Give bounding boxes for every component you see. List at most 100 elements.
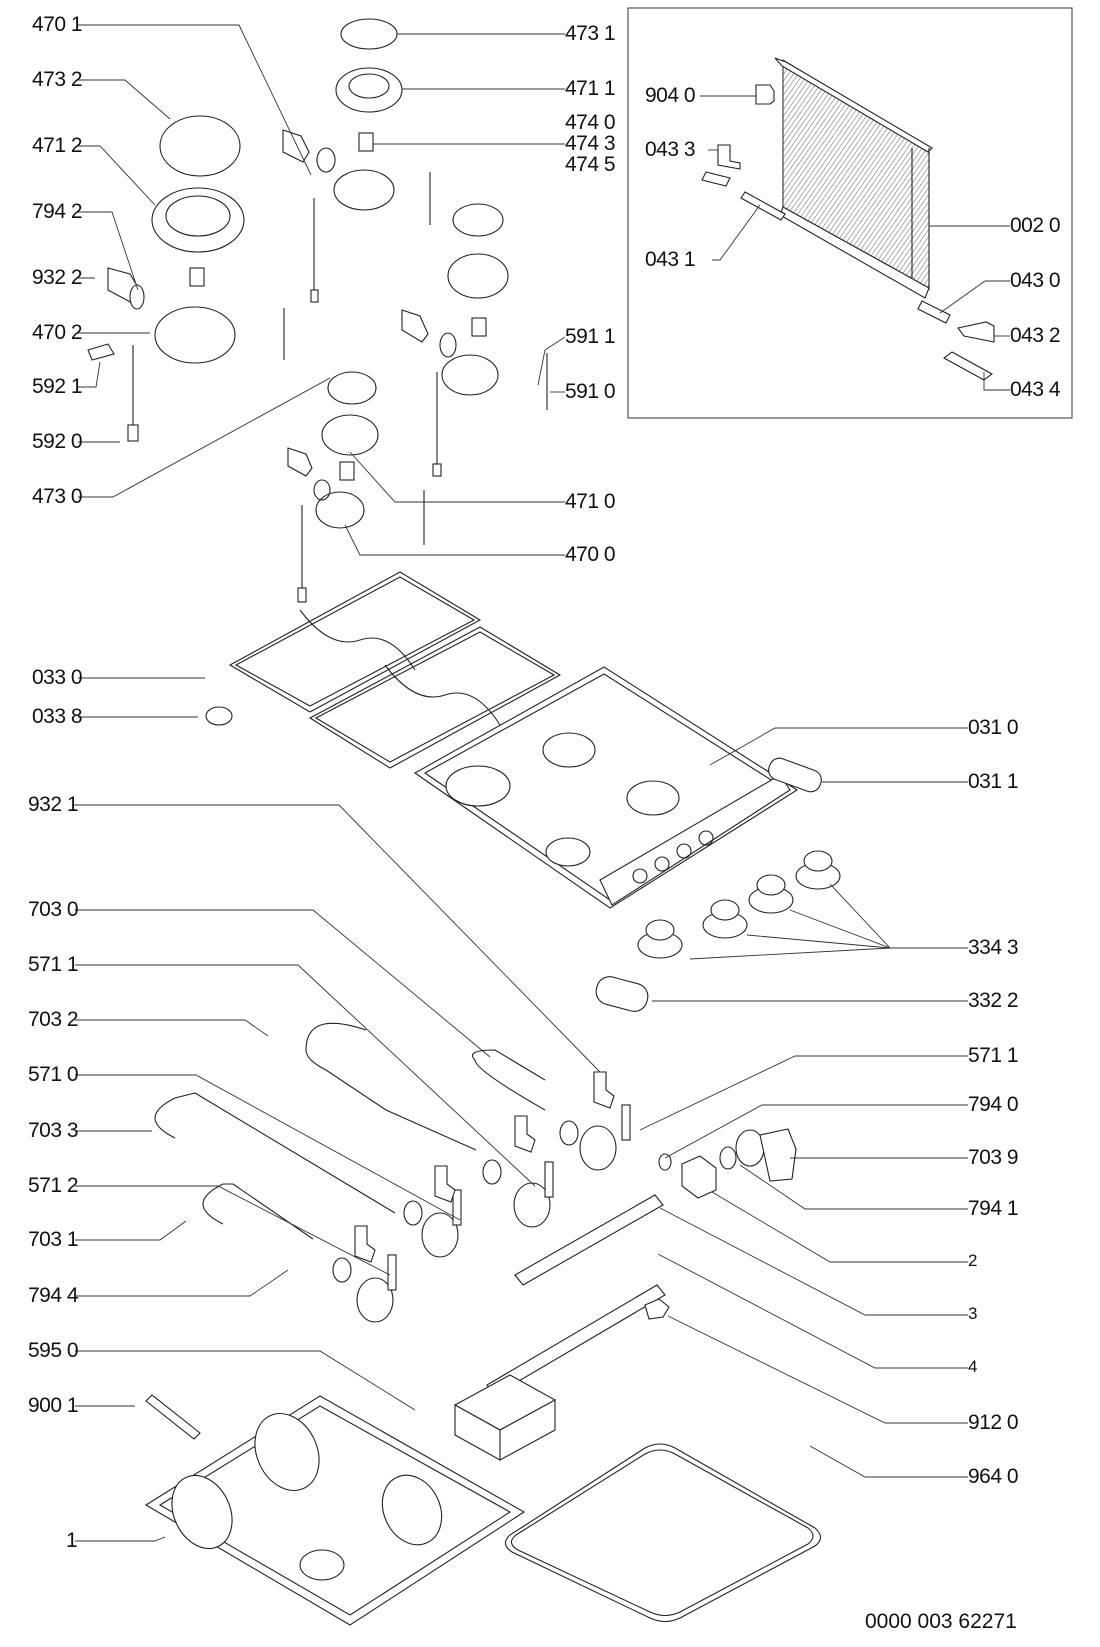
gas-pipes [154, 1022, 666, 1396]
valve-571-2 [356, 1254, 397, 1323]
label-043-3: 043 3 [645, 138, 696, 161]
hob-top-031-0 [413, 666, 799, 909]
label-043-0: 043 0 [1010, 269, 1061, 292]
elbow-703-9 [735, 1128, 797, 1182]
ignition-module-595-0 [453, 1374, 557, 1461]
knobs-334-3 [637, 850, 841, 959]
cap-right [452, 203, 504, 237]
label-703-9: 703 9 [968, 1146, 1019, 1169]
crown-471-0 [321, 414, 379, 456]
label-3: 3 [968, 1304, 977, 1323]
label-591-0: 591 0 [565, 380, 616, 403]
clip-592-1 [87, 343, 115, 361]
pipe-703-1 [202, 1183, 314, 1240]
hinge-043-3 [701, 144, 741, 187]
label-900-1: 900 1 [28, 1394, 79, 1417]
thermocouple-592-0 [127, 424, 139, 442]
label-794-2: 794 2 [32, 200, 83, 223]
leader-lines-left [73, 24, 601, 1542]
injector-474 [358, 132, 374, 152]
label-332-2: 332 2 [968, 989, 1019, 1012]
leader-043-4 [983, 372, 1010, 391]
lid-inset [627, 7, 1073, 419]
seal-794-1 [719, 1146, 737, 1170]
body-470-1 [333, 169, 395, 211]
label-571-0: 571 0 [28, 1063, 79, 1086]
label-794-0: 794 0 [968, 1093, 1019, 1116]
label-703-3: 703 3 [28, 1119, 79, 1142]
label-964-0: 964 0 [968, 1465, 1019, 1488]
pipe-3 [514, 1194, 664, 1286]
label-031-1: 031 1 [968, 770, 1019, 793]
base-tray-1 [144, 1395, 526, 1626]
label-592-1: 592 1 [32, 375, 83, 398]
seal-794-0 [658, 1153, 672, 1171]
label-794-4: 794 4 [28, 1284, 79, 1307]
pan-supports-033-0 [228, 571, 562, 769]
label-2: 2 [968, 1251, 977, 1270]
clamp-900-1 [145, 1394, 201, 1440]
label-470-1: 470 1 [32, 13, 83, 36]
pipe-703-3 [154, 1092, 396, 1214]
label-904-0: 904 0 [645, 84, 696, 107]
rubber-foot-033-8 [205, 706, 233, 726]
label-033-8: 033 8 [32, 705, 83, 728]
label-4: 4 [968, 1357, 977, 1376]
label-703-1: 703 1 [28, 1228, 79, 1251]
label-571-1-left: 571 1 [28, 953, 79, 976]
badge-031-1 [768, 757, 822, 793]
screw-912-0 [644, 1298, 670, 1320]
leader-lines-right [344, 33, 968, 1478]
label-031-0: 031 0 [968, 716, 1019, 739]
injector-rear-left [189, 267, 205, 287]
nut-2 [681, 1155, 717, 1199]
plate-043-4 [942, 351, 994, 381]
label-474-3: 474 3 [565, 132, 616, 155]
label-471-2: 471 2 [32, 134, 83, 157]
label-1: 1 [66, 1529, 78, 1552]
label-595-0: 595 0 [28, 1339, 79, 1362]
seal-794-4 [332, 1257, 352, 1283]
label-473-0: 473 0 [32, 485, 83, 508]
label-571-2: 571 2 [28, 1174, 79, 1197]
hinge-pin-043-1 [740, 191, 786, 221]
burner-rear-center [282, 18, 431, 303]
badge-332-2 [595, 976, 649, 1012]
label-474-0: 474 0 [565, 111, 616, 134]
label-592-0: 592 0 [32, 430, 83, 453]
clip-932 [282, 129, 310, 163]
seal-794-2 [129, 284, 145, 310]
label-043-1: 043 1 [645, 248, 696, 271]
valve-571-1b [579, 1104, 631, 1171]
label-043-2: 043 2 [1010, 324, 1061, 347]
label-912-0: 912 0 [968, 1411, 1019, 1434]
glass-lid-002-0 [774, 57, 933, 299]
crown-right [447, 253, 509, 299]
cap-473-1 [340, 18, 398, 50]
label-002-0: 002 0 [1010, 214, 1061, 237]
label-470-2: 470 2 [32, 321, 83, 344]
label-471-0: 471 0 [565, 490, 616, 513]
body-470-0 [315, 491, 365, 529]
label-043-4: 043 4 [1010, 378, 1061, 401]
label-703-2: 703 2 [28, 1008, 79, 1031]
cover-904-0 [755, 84, 775, 105]
burner-front-small [287, 371, 425, 603]
label-473-1: 473 1 [565, 22, 616, 45]
label-932-2: 932 2 [32, 266, 83, 289]
label-334-3: 334 3 [968, 936, 1019, 959]
leader-043-1 [712, 204, 761, 261]
inset-frame [627, 7, 1073, 419]
gas-valves [332, 1071, 672, 1323]
label-473-2: 473 2 [32, 68, 83, 91]
pipe-703-0 [471, 1049, 546, 1111]
crown-471-1 [335, 67, 403, 113]
label-033-0: 033 0 [32, 666, 83, 689]
clip-932-1 [593, 1071, 615, 1109]
burner-left-large [87, 115, 285, 442]
hinge-043-2 [957, 321, 995, 343]
body-470-2 [154, 306, 236, 364]
body-right [441, 354, 499, 396]
label-474-5: 474 5 [565, 153, 616, 176]
